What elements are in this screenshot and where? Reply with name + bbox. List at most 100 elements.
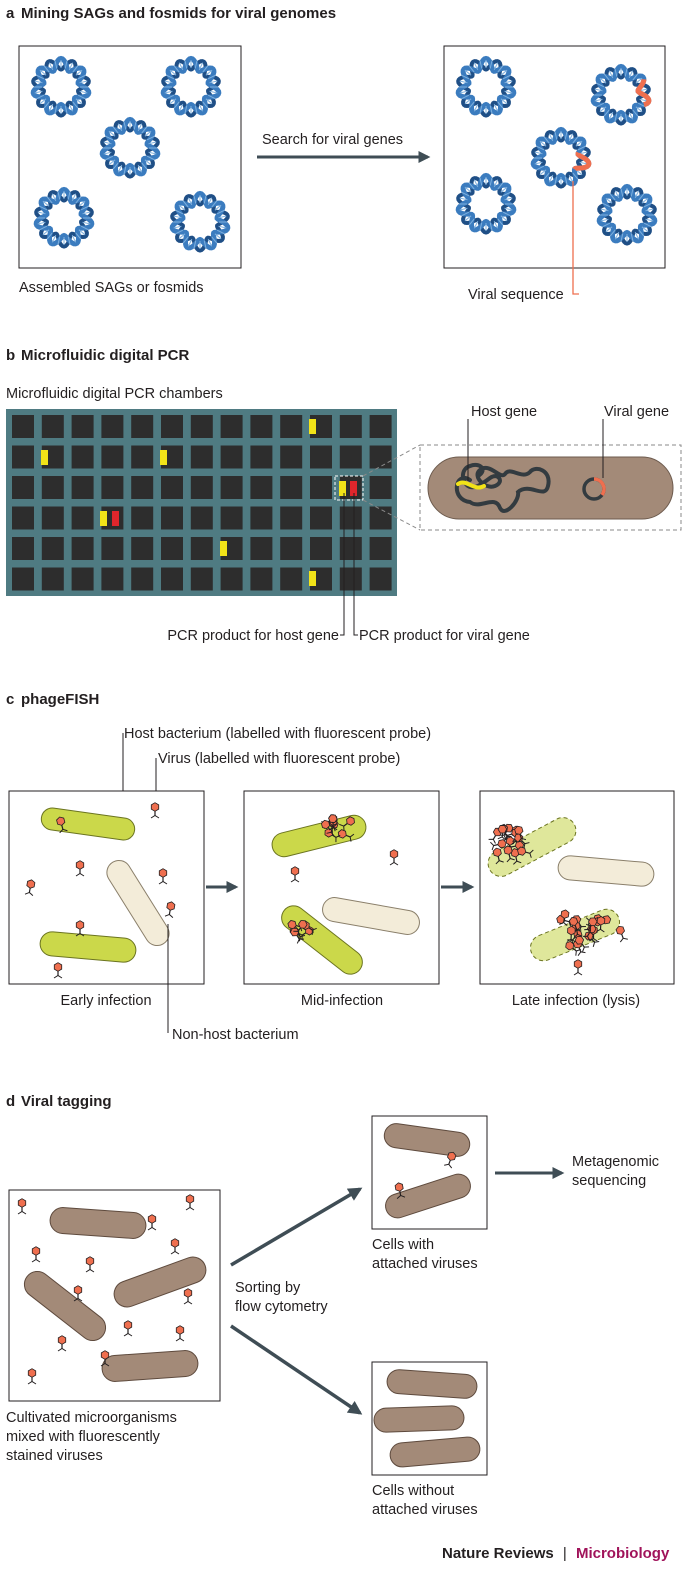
pcr-chamber: [72, 446, 94, 469]
panel-a-letter: a: [6, 5, 15, 22]
pcr-chamber: [42, 476, 64, 499]
panel-b-title: Microfluidic digital PCR: [21, 347, 190, 364]
journal-name: Nature Reviews | Microbiology: [442, 1545, 670, 1562]
pcr-chamber: [221, 476, 243, 499]
host-pcr-product: [339, 481, 346, 496]
pcr-chamber: [250, 415, 272, 438]
pcr-chamber: [191, 446, 213, 469]
chambers-label: Microfluidic digital PCR chambers: [6, 386, 223, 402]
pcr-chamber: [161, 568, 183, 591]
pcr-chamber: [340, 507, 362, 530]
pcr-chamber: [72, 507, 94, 530]
pcr-chamber: [221, 568, 243, 591]
pcr-chamber: [42, 537, 64, 560]
pcr-chamber: [101, 568, 123, 591]
late-infection-box: [480, 791, 674, 984]
panel-c-title: phageFISH: [21, 691, 99, 708]
pcr-viral-label: PCR product for viral gene: [359, 628, 530, 644]
pcr-chamber: [310, 537, 332, 560]
pcr-chamber: [250, 446, 272, 469]
pcr-chamber: [370, 537, 392, 560]
pcr-chamber: [280, 415, 302, 438]
pcr-chamber: [280, 446, 302, 469]
with-line-2: attached viruses: [372, 1256, 478, 1272]
pcr-chamber: [72, 537, 94, 560]
pcr-chamber: [131, 415, 153, 438]
pcr-chamber: [12, 507, 34, 530]
pcr-chamber: [42, 415, 64, 438]
journal-footer: Nature Reviews | Microbiology: [442, 1545, 670, 1562]
culture-caption-line-3: stained viruses: [6, 1448, 103, 1464]
pcr-chamber: [310, 507, 332, 530]
pcr-chamber: [72, 415, 94, 438]
pcr-chamber: [221, 507, 243, 530]
host-bacterium-label: Host bacterium (labelled with fluorescen…: [124, 726, 431, 742]
panel-a-title: Mining SAGs and fosmids for viral genome…: [21, 5, 336, 22]
pcr-chamber: [161, 415, 183, 438]
pcr-chamber: [101, 476, 123, 499]
pcr-chamber: [12, 415, 34, 438]
sorting-line-2: flow cytometry: [235, 1299, 328, 1315]
culture-caption-line-1: Cultivated microorganisms: [6, 1410, 177, 1426]
journal-separator: |: [563, 1545, 567, 1562]
pcr-chamber: [191, 568, 213, 591]
panel-a: a Mining SAGs and fosmids for viral geno…: [6, 5, 665, 303]
pcr-chamber: [131, 446, 153, 469]
culture-caption-line-2: mixed with fluorescently: [6, 1429, 161, 1445]
host-gene-label: Host gene: [471, 404, 537, 420]
pcr-chamber: [72, 568, 94, 591]
panel-d-letter: d: [6, 1093, 15, 1110]
pcr-chamber: [310, 476, 332, 499]
pcr-chamber: [250, 537, 272, 560]
pcr-chamber: [12, 537, 34, 560]
pcr-chamber: [101, 415, 123, 438]
panel-b-letter: b: [6, 347, 15, 364]
pcr-chamber: [340, 415, 362, 438]
stage-early-label: Early infection: [60, 993, 151, 1009]
viral-pcr-product: [112, 511, 119, 526]
pcr-chamber: [191, 415, 213, 438]
pcr-chamber: [280, 568, 302, 591]
pcr-chamber: [340, 568, 362, 591]
journal-title: Nature Reviews: [442, 1545, 554, 1562]
search-arrow-label: Search for viral genes: [262, 132, 403, 148]
without-line-2: attached viruses: [372, 1502, 478, 1518]
sort-arrow-up: [231, 1189, 360, 1265]
virus-label: Virus (labelled with fluorescent probe): [158, 751, 400, 767]
without-line-1: Cells without: [372, 1483, 454, 1499]
pcr-chamber: [42, 507, 64, 530]
pcr-chamber: [101, 446, 123, 469]
pcr-chamber: [340, 537, 362, 560]
pcr-chamber: [280, 537, 302, 560]
pcr-chamber: [131, 568, 153, 591]
viral-gene-label: Viral gene: [604, 404, 669, 420]
sort-arrow-down: [231, 1326, 360, 1413]
bacterial-cell: [428, 457, 673, 519]
pcr-chamber: [370, 415, 392, 438]
panel-d: d Viral tagging Sorting by flow cytometr…: [6, 1093, 659, 1518]
pcr-chamber: [131, 507, 153, 530]
pcr-chamber: [280, 507, 302, 530]
host-pcr-product: [100, 511, 107, 526]
pcr-chamber: [131, 537, 153, 560]
pcr-chamber: [370, 476, 392, 499]
pcr-chamber: [101, 537, 123, 560]
stage-mid-label: Mid-infection: [301, 993, 383, 1009]
pcr-chamber: [12, 568, 34, 591]
with-line-1: Cells with: [372, 1237, 434, 1253]
pcr-chamber: [12, 476, 34, 499]
host-pcr-product: [160, 450, 167, 465]
panel-c: c phageFISH Host bacterium (labelled wit…: [6, 691, 674, 1043]
panel-d-title: Viral tagging: [21, 1093, 112, 1110]
sorting-line-1: Sorting by: [235, 1280, 301, 1296]
pcr-chamber: [161, 507, 183, 530]
pcr-chamber: [221, 446, 243, 469]
pcr-chamber: [161, 476, 183, 499]
pcr-chamber: [370, 568, 392, 591]
pcr-chamber: [131, 476, 153, 499]
pcr-chamber: [250, 476, 272, 499]
pcr-chamber: [161, 537, 183, 560]
host-pcr-product: [309, 419, 316, 434]
metagenomic-line-1: Metagenomic: [572, 1154, 659, 1170]
